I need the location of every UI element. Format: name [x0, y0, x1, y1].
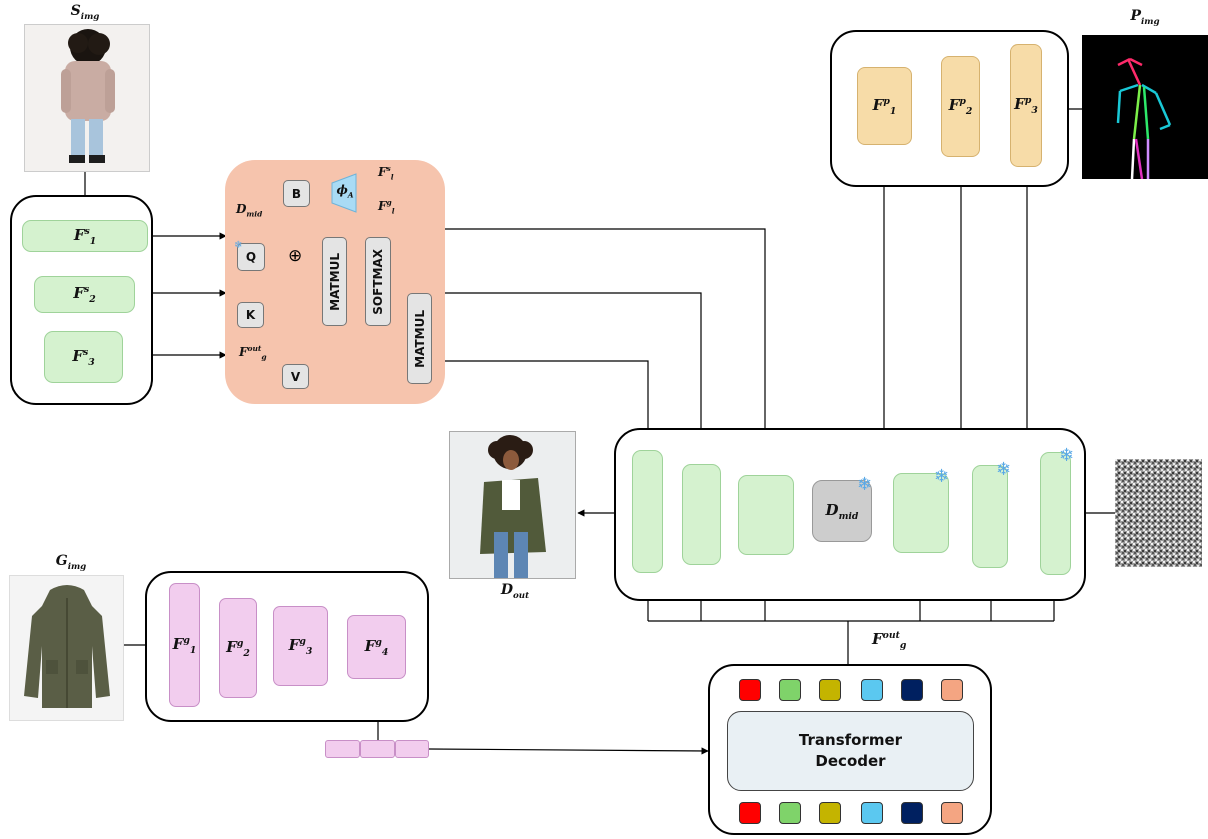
fls-label: Fsl [378, 164, 394, 182]
garment-token-1 [325, 740, 360, 758]
query-token-top-1 [739, 679, 761, 701]
softmax-node: SOFTMAX [365, 237, 391, 326]
pose-image-label: Pimg [1130, 8, 1160, 27]
unet-encoder-block-3 [1040, 452, 1071, 575]
unet-encoder-block-2 [972, 465, 1008, 568]
enc1-snowflake-icon: ❄ [934, 466, 950, 487]
enc2-snowflake-icon: ❄ [996, 459, 1012, 480]
source-feature-1: Fs1 [22, 220, 148, 252]
query-token-bottom-6 [941, 802, 963, 824]
add-node: ⊕ [288, 246, 303, 266]
source-person-image [24, 24, 150, 172]
unet-decoder-block-3 [632, 450, 663, 573]
source-person-illustration [61, 29, 115, 163]
query-token-top-4 [861, 679, 883, 701]
phi-a-label: ϕA [336, 183, 354, 200]
matmul-node-2: MATMUL [407, 293, 432, 384]
query-token-top-6 [941, 679, 963, 701]
v-node: V [282, 364, 309, 389]
query-token-top-3 [819, 679, 841, 701]
k-node: K [237, 302, 264, 328]
unet-encoder-block-1 [893, 473, 949, 553]
unet-decoder-block-1 [738, 475, 794, 555]
query-token-bottom-1 [739, 802, 761, 824]
source-feature-3: Fs3 [44, 331, 123, 383]
unet-decoder-block-2 [682, 464, 721, 565]
output-image-label: Dout [500, 582, 530, 601]
query-token-top-5 [901, 679, 923, 701]
q-snowflake-icon: ❄ [234, 240, 243, 251]
garment-feature-1: Fg1 [169, 583, 200, 707]
matmul-node-1: MATMUL [322, 237, 347, 326]
garment-feature-3: Fg3 [273, 606, 328, 686]
source-feature-2: Fs2 [34, 276, 135, 313]
unet-dmid-block: Dmid [812, 480, 872, 542]
transformer-title-line-1: Transformer [798, 731, 903, 749]
transformer-decoder-box: Transformer Decoder [727, 711, 974, 791]
garment-coat-illustration [24, 585, 110, 708]
fgout-label: Foutg [872, 630, 907, 651]
pose-feature-3: Fp3 [1010, 44, 1042, 167]
pose-feature-2: Fp2 [941, 56, 980, 157]
garment-token-3 [395, 740, 429, 758]
phi-a-trapezoid [331, 173, 357, 213]
source-image-label: Simg [70, 3, 100, 22]
garment-image-label: Gimg [55, 553, 87, 572]
query-token-bottom-3 [819, 802, 841, 824]
pose-feature-1: Fp1 [857, 67, 912, 145]
dmid-snowflake-icon: ❄ [857, 474, 873, 495]
fgout-attention-label: Foutg [239, 344, 267, 362]
transformer-title-line-2: Decoder [815, 752, 886, 770]
garment-feature-4: Fg4 [347, 615, 406, 679]
query-token-bottom-2 [779, 802, 801, 824]
garment-image [9, 575, 124, 721]
output-person-illustration [480, 435, 546, 578]
noise-pattern [1115, 459, 1202, 567]
query-token-bottom-4 [861, 802, 883, 824]
dmid-attention-label: Dmid [236, 202, 263, 219]
noise-image [1115, 459, 1202, 567]
output-person-image [449, 431, 576, 579]
query-token-bottom-5 [901, 802, 923, 824]
garment-feature-2: Fg2 [219, 598, 257, 698]
q-node: Q [237, 243, 265, 271]
pose-skeleton-image [1082, 35, 1208, 179]
b-node: B [283, 180, 310, 207]
pose-skeleton-illustration [1116, 57, 1172, 179]
garment-token-2 [360, 740, 395, 758]
flg-label: Fgl [378, 198, 395, 216]
enc3-snowflake-icon: ❄ [1059, 445, 1075, 466]
query-token-top-2 [779, 679, 801, 701]
